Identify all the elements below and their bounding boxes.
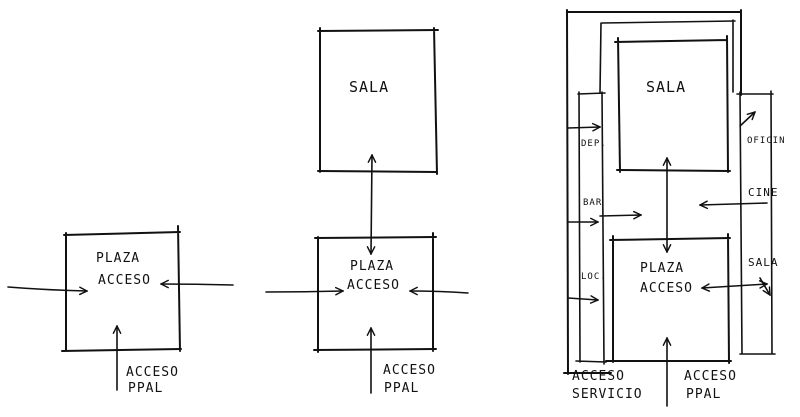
diagram-1: PLAZA ACCESO ACCESO PPAL	[7, 225, 234, 396]
plaza-label: PLAZA	[350, 259, 394, 274]
arrow-right-in	[410, 291, 469, 293]
arrow-left-in	[265, 291, 343, 292]
acceso-ppal-label-1: ACCESO	[684, 369, 737, 384]
arrow-plaza-sala-room	[702, 284, 767, 288]
plaza-label: PLAZA	[640, 261, 684, 276]
arrow-left-in	[7, 286, 87, 291]
sala-label: SALA	[349, 78, 389, 96]
arrow-corridor-left	[599, 215, 641, 216]
plaza-acceso-box	[61, 225, 182, 352]
acceso-ppal-label-1: ACCESO	[126, 365, 179, 380]
arrow-loc	[567, 298, 598, 300]
diagram-2: SALA PLAZA ACCESO ACCESO PPAL	[265, 27, 469, 396]
arrow-cine	[700, 203, 768, 205]
room-oficina: OFICIN	[747, 136, 786, 146]
arrow-right-in	[161, 284, 234, 285]
right-room-strip	[736, 90, 776, 355]
room-bar: BAR	[583, 198, 602, 208]
arrow-sala-plaza	[371, 155, 372, 254]
outer-building-outline	[563, 9, 742, 375]
diagram-3: SALA DEP. BAR LOC. OFICIN CINE SALA PLAZ…	[563, 9, 786, 407]
plaza-label: PLAZA	[96, 251, 140, 266]
room-sala: SALA	[748, 256, 779, 269]
arrow-oficina	[739, 112, 755, 127]
sala-box	[317, 27, 439, 175]
acceso-servicio-label-1: ACCESO	[572, 369, 625, 384]
acceso-ppal-label-2: PPAL	[128, 381, 163, 396]
room-dep: DEP.	[581, 139, 607, 149]
room-cine: CINE	[748, 186, 779, 199]
left-service-strip	[575, 91, 607, 365]
acceso-label: ACCESO	[98, 273, 151, 288]
arrow-dep	[567, 127, 600, 128]
acceso-label: ACCESO	[347, 278, 400, 293]
inner-corridor-outline	[599, 19, 736, 94]
acceso-ppal-label-2: PPAL	[384, 381, 419, 396]
arrow-sala-right	[759, 277, 770, 295]
acceso-ppal-label-2: PPAL	[686, 387, 721, 402]
room-loc: LOC.	[581, 272, 607, 282]
acceso-label: ACCESO	[640, 281, 693, 296]
plaza-acceso-box	[605, 233, 732, 364]
acceso-ppal-label-1: ACCESO	[383, 363, 436, 378]
sala-label: SALA	[646, 78, 686, 96]
acceso-servicio-label-2: SERVICIO	[572, 387, 643, 402]
sala-box	[614, 35, 731, 173]
